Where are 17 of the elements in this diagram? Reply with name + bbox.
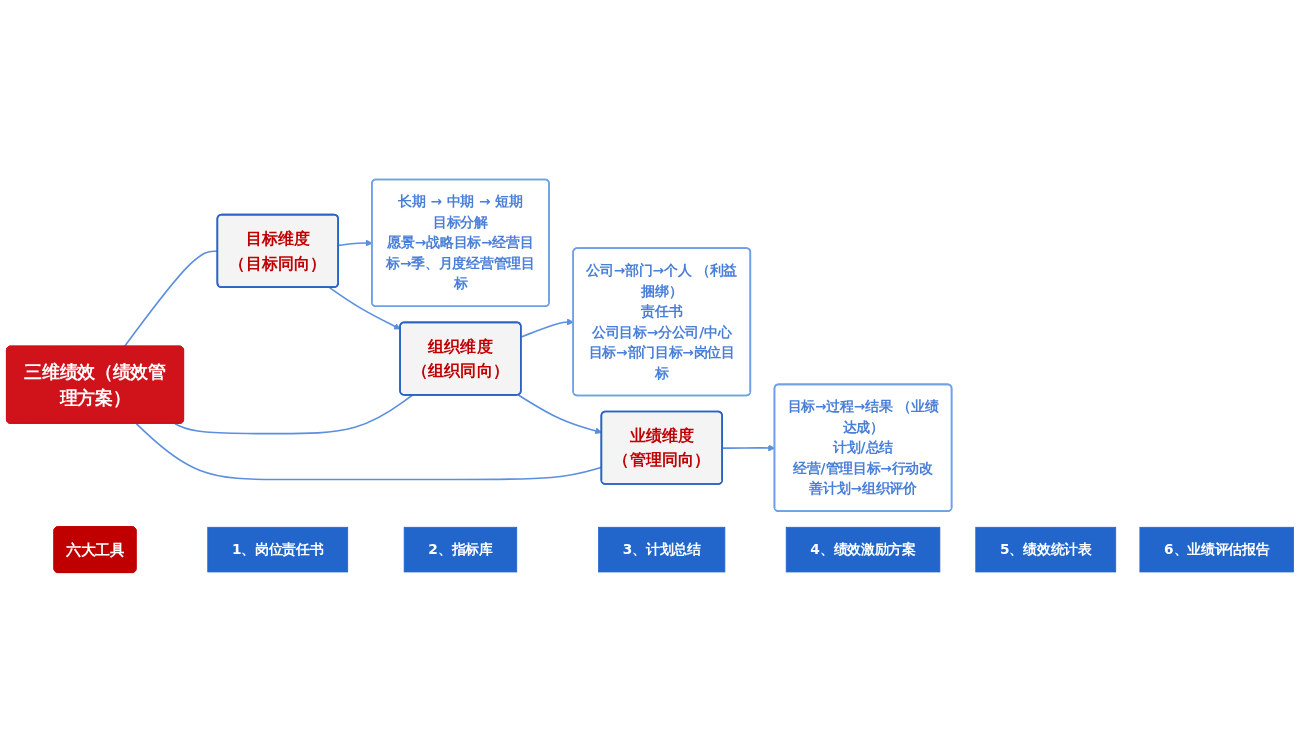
arrow <box>520 318 574 339</box>
arrow <box>328 287 401 330</box>
description-box: 公司→部门→个人 （利益捆绑） 责任书 公司目标→分公司/中心目标→部门目标→岗位目标 <box>572 247 752 397</box>
heading-box: 六大工具 <box>53 526 137 574</box>
tool-step-box: 6、业绩评估报告 <box>1139 527 1294 573</box>
tool-step-box: 5、绩效统计表 <box>975 527 1117 573</box>
description-box: 长期 → 中期 → 短期 目标分解 愿景→战略目标→经营目标→季、月度经营管理目标 <box>371 179 550 308</box>
connector <box>174 394 414 435</box>
dimension-box: 业绩维度 （管理同向） <box>600 411 723 486</box>
tool-step-box: 3、计划总结 <box>598 527 726 573</box>
description-box: 目标→过程→结果 （业绩达成） 计划/总结 经营/管理目标→行动改善计划→组织评价 <box>773 384 953 513</box>
dimension-box: 组织维度 （组织同向） <box>399 322 522 397</box>
tool-step-box: 1、岗位责任书 <box>207 527 349 573</box>
dimension-box: 目标维度 （目标同向） <box>216 214 339 289</box>
topic-box: 三维绩效（绩效管理方案） <box>6 346 184 425</box>
tool-step-box: 2、指标库 <box>403 527 518 573</box>
tool-step-box: 4、绩效激励方案 <box>785 527 941 573</box>
